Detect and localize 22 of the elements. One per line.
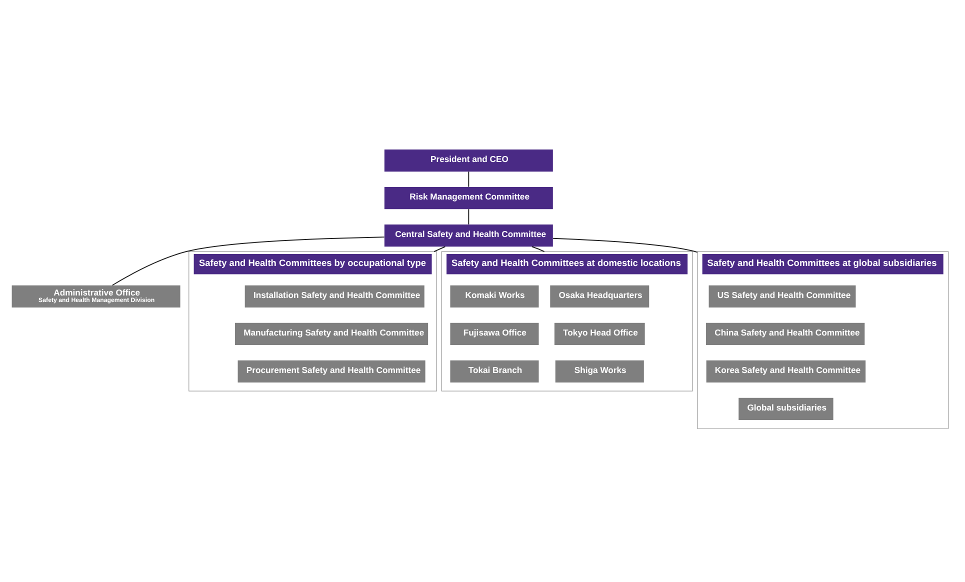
node-box: Tokai Branch xyxy=(450,360,539,382)
node-box: Manufacturing Safety and Health Committee xyxy=(235,322,428,344)
node-box: Installation Safety and Health Committee xyxy=(244,284,424,307)
node-box: Fujisawa Office xyxy=(450,322,539,344)
node-box: Shiga Works xyxy=(555,360,644,382)
node-box: US Safety and Health Committee xyxy=(708,284,856,307)
connector xyxy=(468,208,470,224)
node-box: Komaki Works xyxy=(450,284,539,307)
node-box: Global subsidiaries xyxy=(738,397,834,420)
node-box: President and CEO xyxy=(384,148,553,172)
node-box: Central Safety and Health Committee xyxy=(384,224,553,246)
connector xyxy=(531,246,545,252)
node-box: Korea Safety and Health Committee xyxy=(706,360,866,382)
connector xyxy=(468,170,470,187)
node-box: Risk Management Committee xyxy=(384,186,553,209)
connector xyxy=(112,236,385,286)
node-box: Tokyo Head Office xyxy=(554,322,645,344)
node-box: China Safety and Health Committee xyxy=(706,322,865,344)
node-box: Procurement Safety and Health Committee xyxy=(238,360,426,382)
connector xyxy=(434,246,446,252)
connector xyxy=(552,237,698,252)
node-box: Osaka Headquarters xyxy=(550,284,650,307)
